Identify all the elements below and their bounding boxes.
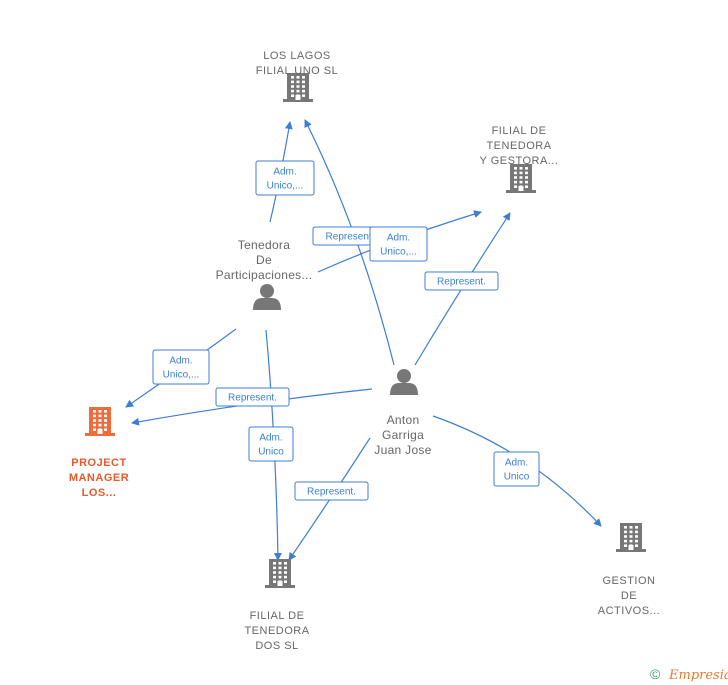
edge-labels: Adm. Unico,... Represent. Adm. Unico,... Repr…: [152, 160, 540, 501]
building-icon: [616, 523, 646, 552]
node-label-line: MANAGER: [69, 472, 129, 484]
node-label-line: Y GESTORA...: [480, 155, 559, 167]
edge-label-text: Adm.: [169, 356, 192, 367]
building-icon: [506, 164, 536, 193]
node-project-manager[interactable]: PROJECT MANAGER LOS...: [69, 407, 129, 499]
edge-label[interactable]: Adm. Unico,...: [255, 160, 315, 196]
edge-label-box: [493, 451, 540, 487]
node-label-line: TENEDORA: [244, 625, 309, 637]
edge-label-box: [255, 160, 315, 196]
edge-label[interactable]: Represent.: [294, 481, 369, 501]
node-label-line: ACTIVOS...: [598, 605, 660, 617]
edge-label-text: Unico,...: [163, 370, 200, 381]
node-label-line: LOS...: [82, 487, 117, 499]
brand-logo: Empresia: [668, 668, 728, 683]
node-label-line: LOS LAGOS: [263, 50, 330, 62]
node-filial-tenedora-gestora[interactable]: FILIAL DE TENEDORA Y GESTORA...: [480, 125, 559, 193]
edge-label-text: Adm.: [273, 167, 296, 178]
edge-label-text: Represent.: [326, 232, 375, 243]
node-label-line: Anton: [387, 413, 420, 427]
building-icon: [85, 407, 115, 436]
watermark: © Empresia: [650, 666, 728, 683]
node-los-lagos[interactable]: LOS LAGOS FILIAL UNO SL: [256, 50, 339, 102]
person-icon: [390, 369, 418, 395]
edge-label-text: Unico,...: [267, 181, 304, 192]
edge-label-box: [152, 349, 210, 385]
node-label-line: DOS SL: [255, 640, 298, 652]
node-label-line: Garriga: [382, 428, 424, 442]
building-icon: [265, 559, 295, 588]
node-label-line: PROJECT: [71, 457, 126, 469]
node-label-line: FILIAL UNO SL: [256, 65, 339, 77]
edge-label-text: Unico,...: [380, 247, 417, 258]
edge-label[interactable]: Adm. Unico,...: [369, 226, 428, 262]
node-gestion-activos[interactable]: GESTION DE ACTIVOS...: [598, 523, 660, 617]
node-label-line: GESTION: [602, 575, 655, 587]
edge-label-text: Adm.: [505, 458, 528, 469]
node-label-line: Juan Jose: [374, 443, 431, 457]
edge-label-text: Represent.: [228, 393, 277, 404]
edge-label-box: [248, 426, 294, 462]
node-label-line: Participaciones...: [216, 268, 313, 282]
edge-label-text: Adm.: [387, 233, 410, 244]
edge-label-box: [424, 271, 499, 291]
copyright-icon: ©: [650, 666, 661, 682]
building-icon: [283, 73, 313, 102]
node-label-line: TENEDORA: [486, 140, 551, 152]
edge-label[interactable]: Adm. Unico: [493, 451, 540, 487]
node-tenedora-participaciones[interactable]: TenedoraDeParticipaciones...: [216, 238, 313, 310]
edge-label-text: Adm.: [259, 433, 282, 444]
edge-label-box: [369, 226, 428, 262]
edge-label-box: [215, 387, 290, 407]
edge-label-text: Unico: [258, 447, 284, 458]
edge-label-text: Represent.: [307, 487, 356, 498]
node-filial-tenedora-dos[interactable]: FILIAL DE TENEDORA DOS SL: [244, 559, 309, 652]
node-label-line: FILIAL DE: [250, 610, 305, 622]
node-label-line: FILIAL DE: [492, 125, 547, 137]
edge-label-text: Unico: [504, 472, 530, 483]
edge-label-box: [294, 481, 369, 501]
edge-label[interactable]: Represent.: [424, 271, 499, 291]
edge-label[interactable]: Adm. Unico,...: [152, 349, 210, 385]
edge-label[interactable]: Adm. Unico: [248, 426, 294, 462]
edge-label-text: Represent.: [437, 277, 486, 288]
node-label-line: DE: [621, 590, 637, 602]
node-label-line: Tenedora: [238, 238, 290, 252]
person-icon: [253, 284, 281, 310]
node-label-line: De: [256, 253, 272, 267]
nodes: LOS LAGOS FILIAL UNO SL FILIAL DE TENEDORA Y…: [69, 50, 660, 652]
edge-label[interactable]: Represent.: [215, 387, 290, 407]
